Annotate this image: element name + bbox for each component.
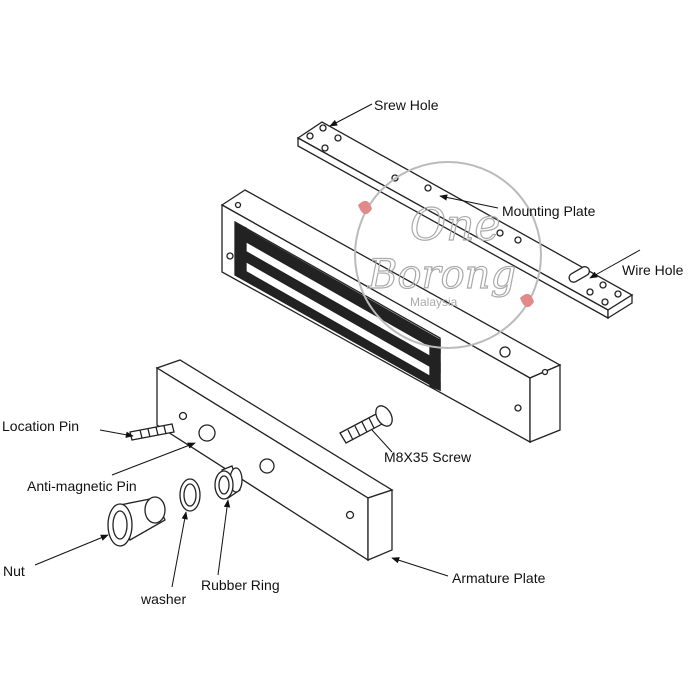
m8x35-screw [339, 405, 393, 444]
label-wire-hole: Wire Hole [622, 262, 684, 278]
magnet-body [220, 189, 562, 444]
label-rubber-ring: Rubber Ring [201, 577, 280, 593]
location-pin [129, 423, 175, 441]
label-armature-plate: Armature Plate [452, 570, 546, 586]
label-nut: Nut [3, 563, 25, 579]
nut [107, 496, 166, 547]
label-anti-magnetic-pin: Anti-magnetic Pin [27, 478, 137, 494]
label-mounting-plate: Mounting Plate [502, 203, 596, 219]
watermark-logo: One Borong Malaysia [354, 161, 542, 349]
svg-text:One: One [410, 200, 500, 251]
mounting-plate [296, 121, 634, 320]
washer [179, 478, 201, 512]
armature-plate [155, 359, 394, 562]
label-screw-hole: Srew Hole [374, 97, 439, 113]
svg-text:Borong: Borong [367, 252, 516, 298]
label-m8x35-screw: M8X35 Screw [384, 449, 472, 465]
label-washer: washer [140, 591, 186, 607]
label-location-pin: Location Pin [2, 418, 79, 434]
rubber-ring [214, 465, 243, 500]
leader-lines [34, 103, 641, 588]
svg-text:Malaysia: Malaysia [410, 295, 458, 309]
